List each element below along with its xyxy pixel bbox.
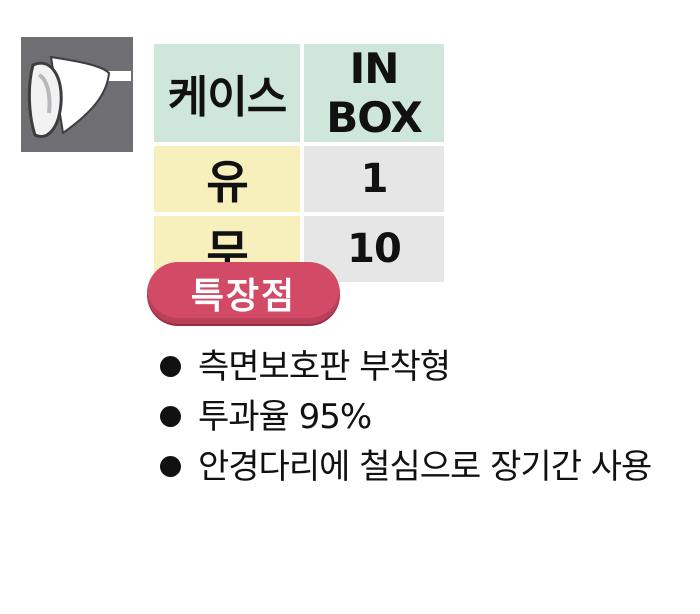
header-in-box: IN BOX bbox=[304, 44, 444, 142]
packaging-table: 케이스 IN BOX 유 1 무 10 bbox=[150, 40, 448, 286]
feature-list: 측면보호판 부착형 투과율 95% 안경다리에 철심으로 장기간 사용 bbox=[160, 342, 680, 492]
table-header-row: 케이스 IN BOX bbox=[154, 44, 444, 142]
feature-text: 측면보호판 부착형 bbox=[198, 347, 451, 387]
row-value-without-case: 10 bbox=[304, 216, 444, 282]
row-label-with-case: 유 bbox=[154, 146, 300, 212]
safety-glasses-icon bbox=[21, 37, 133, 152]
header-case: 케이스 bbox=[154, 44, 300, 142]
list-item: 측면보호판 부착형 bbox=[160, 342, 680, 392]
table-row: 유 1 bbox=[154, 146, 444, 212]
row-value-with-case: 1 bbox=[304, 146, 444, 212]
bullet-icon bbox=[160, 456, 181, 477]
bullet-icon bbox=[160, 356, 181, 377]
features-badge: 특장점 bbox=[147, 262, 340, 324]
feature-text: 안경다리에 철심으로 장기간 사용 bbox=[198, 447, 652, 487]
bullet-icon bbox=[160, 406, 181, 427]
feature-text: 투과율 95% bbox=[198, 397, 372, 437]
list-item: 안경다리에 철심으로 장기간 사용 bbox=[160, 442, 680, 492]
features-badge-label: 특장점 bbox=[190, 276, 297, 317]
list-item: 투과율 95% bbox=[160, 392, 680, 442]
